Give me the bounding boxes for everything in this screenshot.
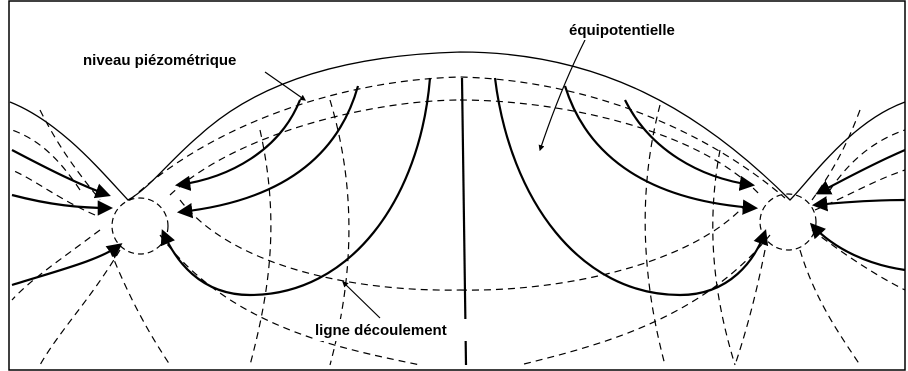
leader-arrow-equipotential xyxy=(540,40,585,150)
equipotential-line xyxy=(735,250,765,365)
equipotential-line xyxy=(645,105,665,365)
equipotential-line xyxy=(460,100,760,195)
equipotential-line xyxy=(12,130,80,190)
flow-line xyxy=(818,150,905,193)
equipotential-line xyxy=(250,130,271,365)
equipotential-line xyxy=(520,235,770,365)
equipotential-line xyxy=(130,77,785,200)
label-equipotential: équipotentielle xyxy=(569,22,675,39)
label-flow-line: ligne découlement xyxy=(315,322,447,339)
leader-arrow-piezometric xyxy=(265,72,305,100)
flow-line xyxy=(163,78,430,295)
equipotential-line xyxy=(12,230,100,300)
leader-arrows xyxy=(265,40,585,318)
equipotential-line xyxy=(800,250,860,365)
flow-line xyxy=(815,200,905,205)
flow-line xyxy=(178,100,300,185)
flow-line xyxy=(565,86,755,208)
piezometric-surface-line xyxy=(10,52,905,200)
leader-arrow-flow-line xyxy=(343,282,380,318)
label-piezometric-level: niveau piézométrique xyxy=(83,52,236,69)
flow-line xyxy=(12,195,110,208)
flow-line xyxy=(625,100,752,185)
drain-right-circle xyxy=(760,194,816,250)
equipotential-line xyxy=(160,235,420,365)
equipotential-line xyxy=(460,205,745,290)
flow-line xyxy=(12,245,120,285)
equipotential-line xyxy=(12,170,95,215)
equipotential-line xyxy=(812,110,860,200)
flow-line xyxy=(12,150,108,195)
flow-line xyxy=(812,225,905,270)
equipotential-line xyxy=(110,250,170,365)
equipotential-line xyxy=(40,250,120,365)
